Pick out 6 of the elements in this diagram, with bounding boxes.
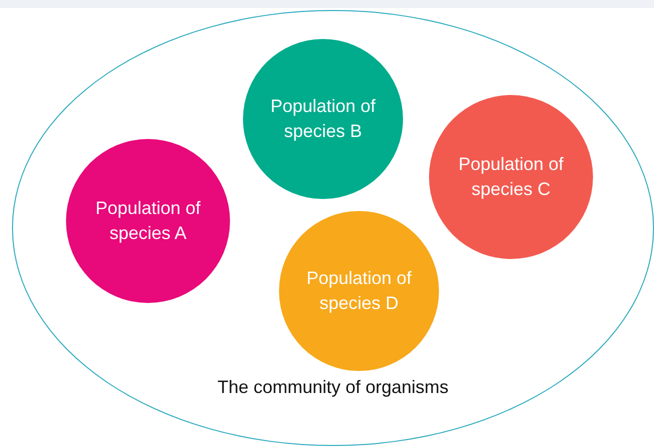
community-label: The community of organisms <box>217 377 449 398</box>
population-label: Population of species B <box>269 95 377 143</box>
community-ellipse <box>12 10 654 446</box>
population-label: Population of species A <box>94 197 202 245</box>
population-label: Population of species C <box>457 153 565 201</box>
population-label: Population of species D <box>305 267 413 315</box>
